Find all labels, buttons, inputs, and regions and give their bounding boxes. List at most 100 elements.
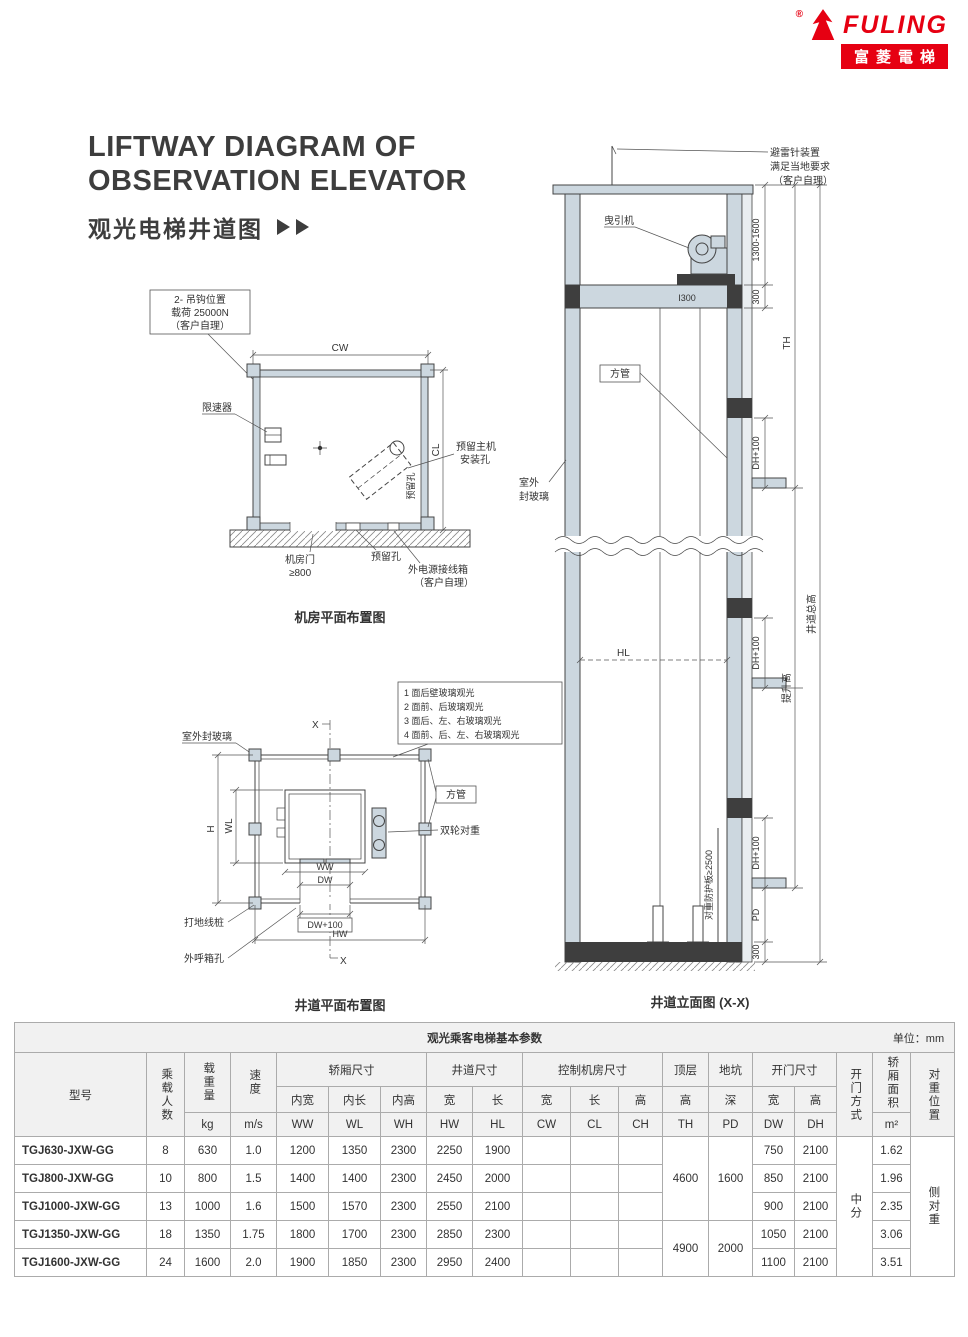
cell-dw: 900	[752, 1192, 795, 1221]
reserved-hole-vertical-label: 预留孔	[405, 472, 416, 499]
cell-cw	[522, 1192, 571, 1221]
flame-icon	[811, 9, 835, 40]
glass-note-2: 2 面前、后玻璃观光	[404, 701, 484, 712]
machine-room-walls	[246, 363, 435, 531]
cell-cl	[570, 1164, 619, 1193]
dim-th: TH	[782, 336, 793, 349]
cell-cl	[570, 1192, 619, 1221]
reserved-hole-bottom: 预留孔	[345, 522, 401, 563]
cell-hl: 2100	[472, 1192, 523, 1221]
wl-dimension-label: WL	[224, 818, 235, 833]
header-ch-cn: 高	[618, 1086, 663, 1113]
cell-ch	[618, 1248, 663, 1277]
cell-wh: 2300	[380, 1248, 427, 1277]
cell-hw: 2950	[426, 1248, 473, 1277]
cell-hl: 2000	[472, 1164, 523, 1193]
dim-total-height: 井道总高	[805, 594, 818, 634]
header-load: 载重量	[184, 1052, 231, 1113]
cell-area: 1.96	[872, 1164, 911, 1193]
cell-speed: 1.75	[230, 1220, 277, 1249]
table-title-bar: 观光乘客电梯基本参数 单位：mm	[13, 1022, 956, 1053]
header-hw: HW	[426, 1112, 473, 1137]
cell-ww: 1400	[276, 1164, 329, 1193]
header-cw-cn: 宽	[522, 1086, 571, 1113]
header-hl: HL	[472, 1112, 523, 1137]
reserved-machine-outline: 预留孔	[348, 440, 416, 500]
cell-wl: 1700	[328, 1220, 381, 1249]
shaft-left-column	[564, 193, 581, 963]
cell-ch	[618, 1192, 663, 1221]
outdoor-glass-label-elev: 室外 封玻璃	[519, 459, 567, 503]
arrow-icon-2	[296, 219, 309, 236]
cell-speed: 1.5	[230, 1164, 277, 1193]
axis-label-top: X	[312, 720, 319, 731]
landing-slab	[751, 677, 787, 689]
cell-dh: 2100	[794, 1248, 837, 1277]
cell-load: 1350	[184, 1220, 231, 1249]
cell-load: 1600	[184, 1248, 231, 1277]
arrow-icon-1	[277, 219, 290, 236]
junction-label-line1: 外电源接线箱	[408, 563, 468, 576]
h-dimension: H	[206, 751, 253, 907]
glass-text-2: 封玻璃	[519, 490, 549, 503]
glass-options-note: 1 面后壁玻璃观光 2 面前、后玻璃观光 3 面后、左、右玻璃观光 4 面前、后…	[392, 681, 563, 758]
dim-pd: PD	[751, 908, 761, 921]
header-group-car: 轿厢尺寸	[276, 1052, 427, 1087]
cell-door-type: 中分	[836, 1136, 873, 1277]
cell-dh: 2100	[794, 1136, 837, 1165]
page-title-cn: 观光电梯井道图	[88, 216, 263, 243]
header-wl-cn: 内长	[328, 1086, 381, 1113]
table-row: TGJ800-JXW-GG 10 800 1.5 1400 1400 2300 …	[14, 1164, 955, 1193]
page-title-en: LIFTWAY DIAGRAM OF OBSERVATION ELEVATOR	[88, 130, 467, 198]
cell-wl: 1400	[328, 1164, 381, 1193]
cell-cl	[570, 1248, 619, 1277]
ww-dimension: WW	[281, 862, 369, 876]
cell-wh: 2300	[380, 1220, 427, 1249]
header-pd: PD	[708, 1112, 753, 1137]
landing-slab	[751, 477, 787, 489]
glass-note-4: 4 面前、后、左、右玻璃观光	[404, 729, 520, 740]
counterweight-guard-label: 对重防护板≥2500	[703, 850, 714, 920]
header-wh: WH	[380, 1112, 427, 1137]
cell-dw: 1050	[752, 1220, 795, 1249]
cell-hl: 2300	[472, 1220, 523, 1249]
corner-post	[420, 363, 435, 378]
traction-text: 曳引机	[604, 214, 634, 227]
cell-hw: 2450	[426, 1164, 473, 1193]
brand-cn: 富菱電梯	[840, 44, 948, 69]
cell-hw: 2850	[426, 1220, 473, 1249]
lightning-text-1: 避雷针装置	[770, 146, 820, 159]
header-model: 型号	[14, 1052, 147, 1137]
cell-dh: 2100	[794, 1164, 837, 1193]
cell-model: TGJ1600-JXW-GG	[14, 1248, 147, 1277]
landing-lintel	[727, 598, 752, 618]
cell-speed: 2.0	[230, 1248, 277, 1277]
cell-wl: 1850	[328, 1248, 381, 1277]
brand-logo-top: ® FULING	[796, 8, 948, 42]
total-height-dimension: 井道总高	[805, 181, 824, 966]
header-dh-cn: 高	[794, 1086, 837, 1113]
cell-passengers: 8	[146, 1136, 185, 1165]
cell-ch	[618, 1164, 663, 1193]
machine-room-plan-caption: 机房平面布置图	[294, 610, 385, 625]
registered-mark: ®	[795, 9, 803, 20]
cell-ch	[618, 1136, 663, 1165]
dim-dh100-2: DH+100	[751, 636, 761, 669]
cell-th-merged-1: 4600	[662, 1136, 709, 1221]
axis-label-bottom: X	[340, 956, 347, 967]
square-tube-post	[418, 748, 432, 762]
cell-model: TGJ800-JXW-GG	[14, 1164, 147, 1193]
header-th: TH	[662, 1112, 709, 1137]
cw-dimension-label: CW	[332, 343, 349, 354]
header-hw-cn: 宽	[426, 1086, 473, 1113]
header-door-type: 开门方式	[836, 1052, 873, 1137]
header-ww-cn: 内宽	[276, 1086, 329, 1113]
elevator-car	[276, 789, 366, 903]
cell-load: 1000	[184, 1192, 231, 1221]
buffer	[652, 905, 664, 943]
door-label-line2: ≥800	[289, 568, 312, 579]
glass-text-1: 室外	[519, 476, 539, 489]
cell-passengers: 18	[146, 1220, 185, 1249]
dw100-dimension: DW+100	[296, 905, 354, 933]
hl-dimension-label: HL	[617, 648, 630, 659]
